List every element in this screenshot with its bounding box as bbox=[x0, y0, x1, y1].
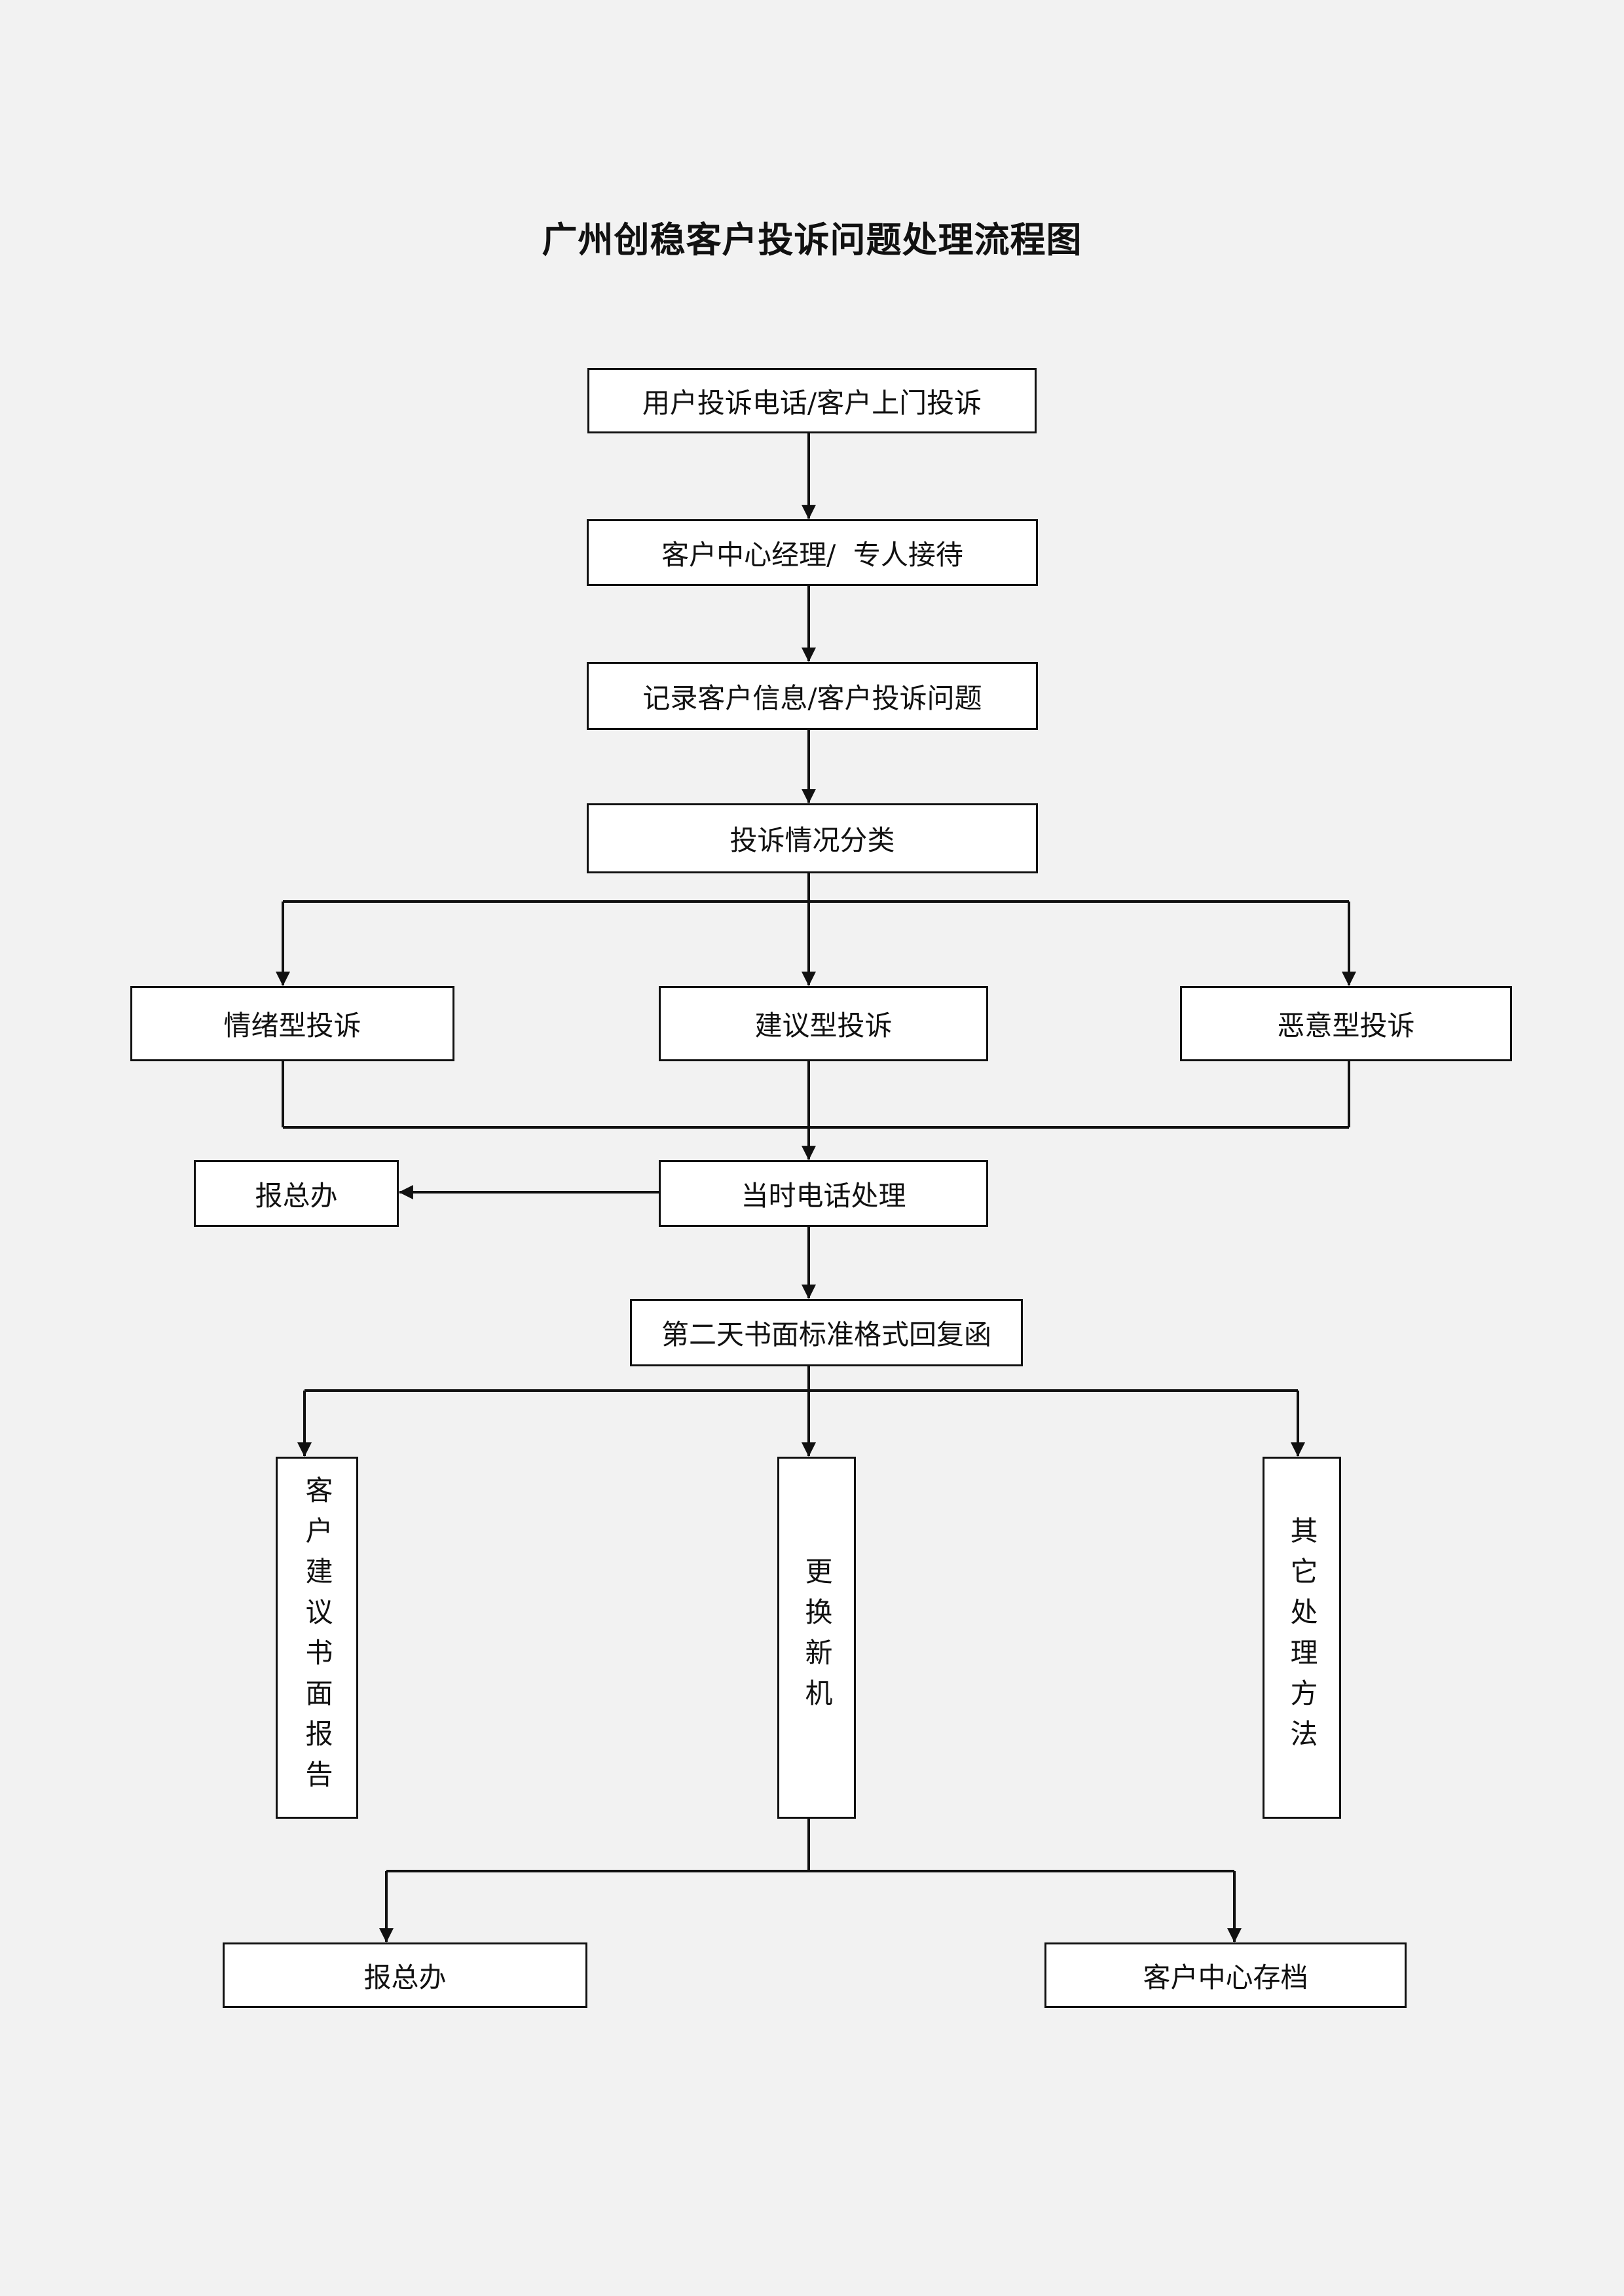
node-emotional-label: 情绪型投诉 bbox=[223, 1010, 361, 1042]
node-written-report-label: 客户建议书面报告 bbox=[301, 1475, 333, 1800]
node-suggestion-label: 建议型投诉 bbox=[754, 1010, 893, 1042]
page-title: 广州创稳客户投诉问题处理流程图 bbox=[542, 219, 1082, 261]
node-reception: 客户中心经理/ 专人接待 bbox=[587, 519, 1038, 586]
node-written-report: 客户建议书面报告 bbox=[276, 1457, 358, 1819]
node-phone-handle: 当时电话处理 bbox=[659, 1160, 988, 1227]
node-report-office-1: 报总办 bbox=[194, 1160, 399, 1227]
node-emotional: 情绪型投诉 bbox=[130, 986, 454, 1061]
node-archive: 客户中心存档 bbox=[1044, 1942, 1407, 2008]
node-other-methods: 其它处理方法 bbox=[1263, 1457, 1341, 1819]
node-classify: 投诉情况分类 bbox=[587, 803, 1038, 873]
node-malicious: 恶意型投诉 bbox=[1180, 986, 1512, 1061]
node-suggestion: 建议型投诉 bbox=[659, 986, 988, 1061]
node-replace-device: 更换新机 bbox=[777, 1457, 856, 1819]
node-report-office-2-label: 报总办 bbox=[363, 1961, 447, 1994]
node-archive-label: 客户中心存档 bbox=[1143, 1961, 1308, 1994]
node-intake-label: 用户投诉电话/客户上门投诉 bbox=[642, 386, 982, 419]
node-reception-label: 客户中心经理/ 专人接待 bbox=[661, 538, 963, 571]
node-intake: 用户投诉电话/客户上门投诉 bbox=[587, 368, 1037, 433]
node-record-label: 记录客户信息/客户投诉问题 bbox=[642, 682, 982, 714]
node-replace-device-label: 更换新机 bbox=[801, 1556, 833, 1719]
node-formal-reply-label: 第二天书面标准格式回复函 bbox=[661, 1319, 991, 1351]
node-phone-handle-label: 当时电话处理 bbox=[741, 1179, 906, 1212]
node-report-office-2: 报总办 bbox=[223, 1942, 587, 2008]
node-malicious-label: 恶意型投诉 bbox=[1277, 1010, 1415, 1042]
node-other-methods-label: 其它处理方法 bbox=[1286, 1516, 1318, 1760]
node-formal-reply: 第二天书面标准格式回复函 bbox=[630, 1299, 1023, 1366]
node-report-office-1-label: 报总办 bbox=[255, 1179, 338, 1212]
node-record: 记录客户信息/客户投诉问题 bbox=[587, 662, 1038, 730]
node-classify-label: 投诉情况分类 bbox=[729, 824, 895, 856]
